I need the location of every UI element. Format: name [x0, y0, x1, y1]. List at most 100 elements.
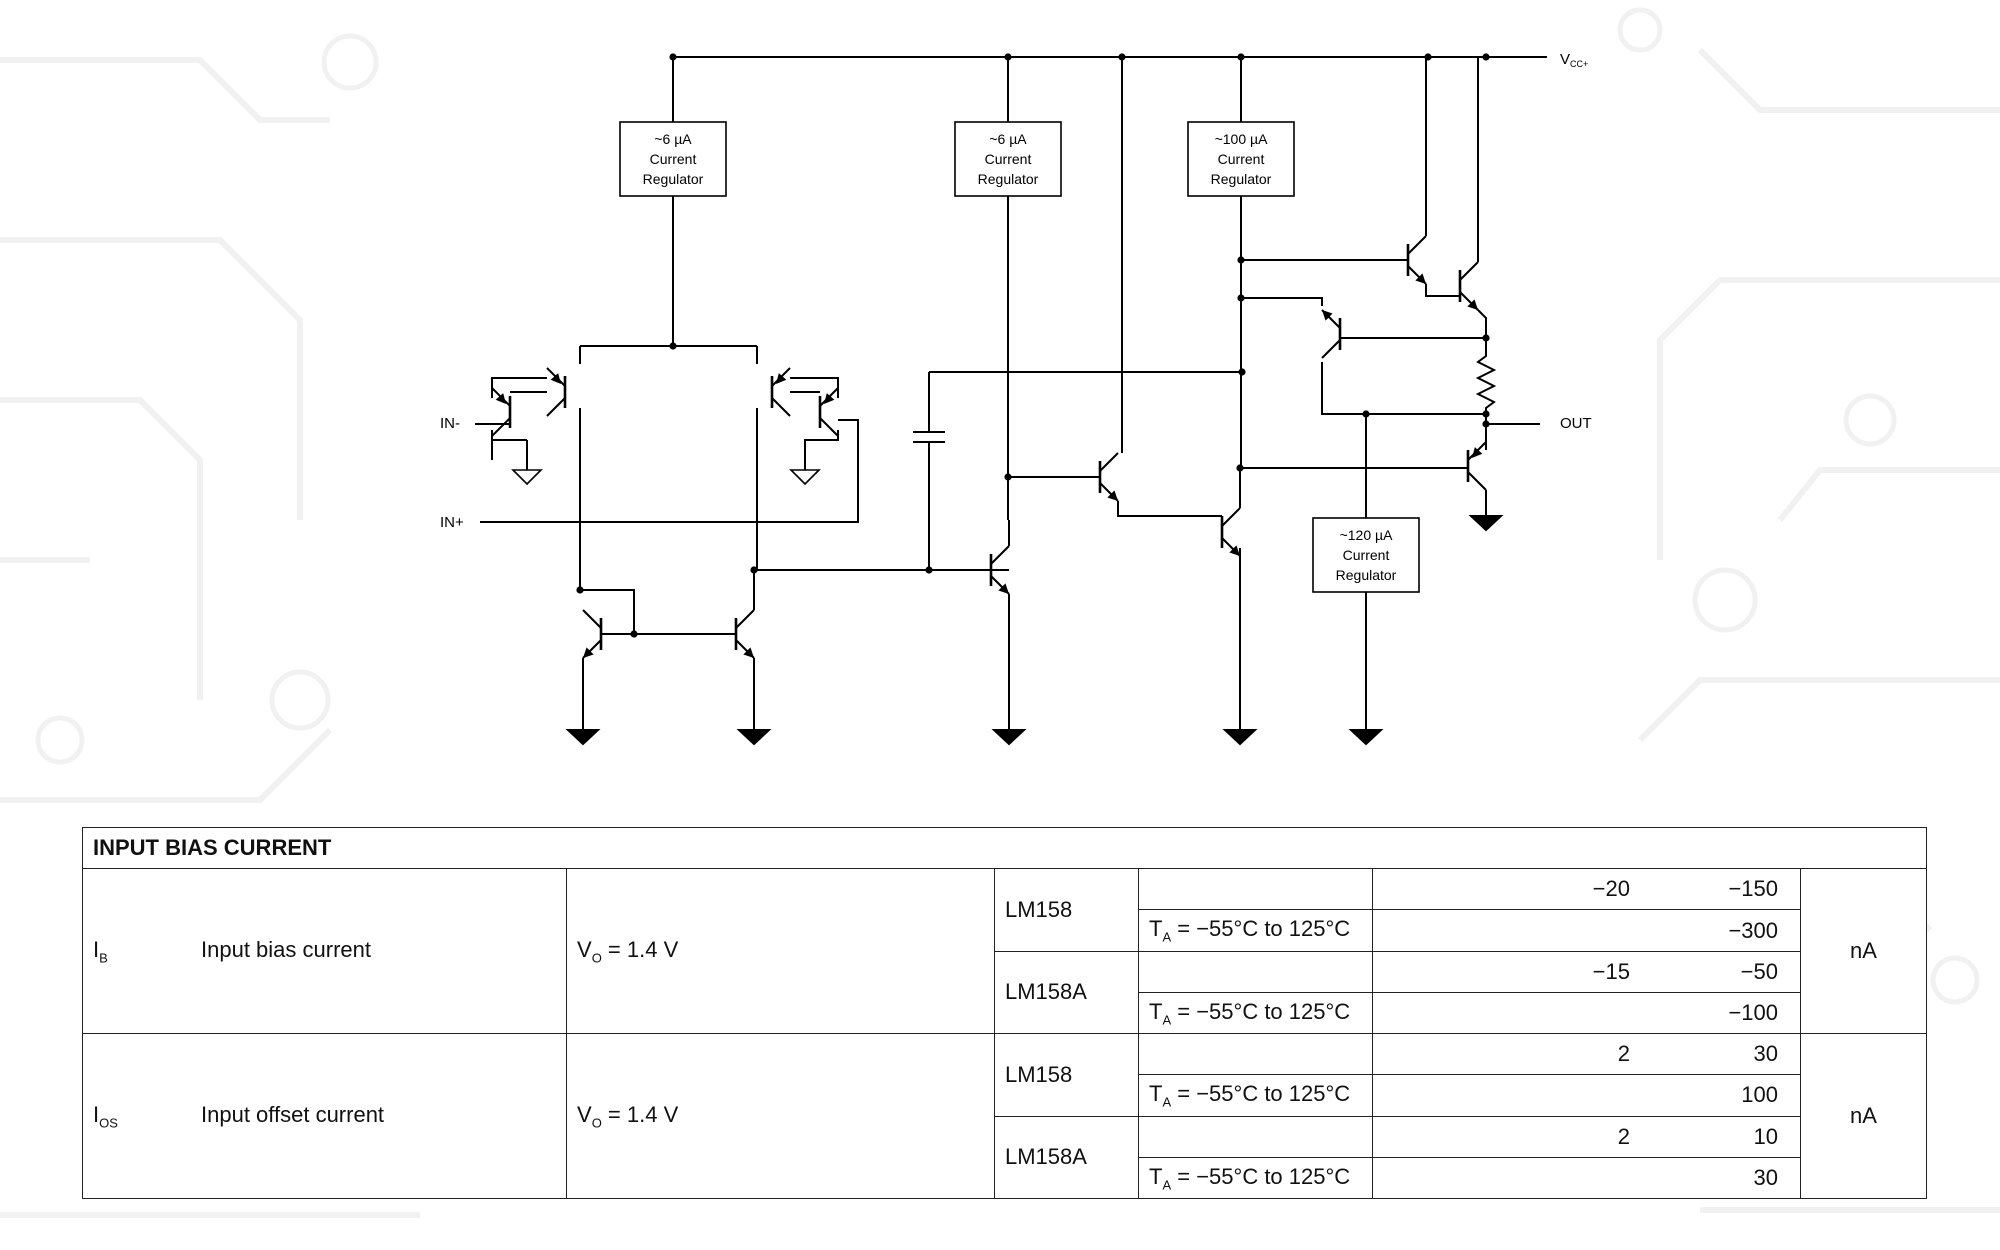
junction-dot: [1482, 410, 1490, 418]
svg-text:~6 µA: ~6 µA: [654, 131, 692, 147]
junction-dot: [1482, 53, 1490, 61]
schematic-junctions: [576, 53, 1490, 638]
junction-dot: [1118, 53, 1126, 61]
svg-text:~120 µA: ~120 µA: [1340, 527, 1393, 543]
schematic-wires: [475, 56, 1547, 730]
junction-dot: [576, 586, 584, 594]
junction-dot: [1237, 256, 1245, 264]
svg-text:Regulator: Regulator: [1336, 567, 1397, 583]
svg-text:Regulator: Regulator: [1211, 171, 1272, 187]
value-cell: −100: [1372, 991, 1801, 1035]
temp-condition: TA = −55°C to 125°C: [1138, 991, 1373, 1035]
max-value: 100: [1741, 1082, 1778, 1108]
junction-dot: [1237, 294, 1245, 302]
temp-condition: [1138, 868, 1373, 911]
in-minus-label: IN-: [440, 415, 460, 432]
resistor: [1475, 338, 1497, 414]
device-name: LM158: [994, 868, 1139, 952]
param-cell: IOS Input offset current: [82, 1033, 567, 1199]
emitter-arrow: [550, 373, 561, 384]
emitter-arrow: [495, 393, 506, 404]
wire: [491, 377, 547, 398]
junction-dot: [1424, 53, 1432, 61]
current-regulator-4: ~120 µA Current Regulator: [1312, 517, 1420, 593]
max-value: −50: [1740, 958, 1778, 984]
svg-text:Current: Current: [1343, 547, 1390, 563]
max-value: −100: [1728, 999, 1778, 1025]
param-symbol: IB: [93, 936, 108, 966]
junction-dot: [1236, 464, 1244, 472]
current-regulator-2: ~6 µA Current Regulator: [954, 121, 1062, 197]
in-plus-label: IN+: [440, 514, 464, 531]
transistor-collector: [546, 397, 566, 417]
current-regulator-3: ~100 µA Current Regulator: [1187, 121, 1295, 197]
param-name: Input bias current: [201, 936, 371, 962]
svg-text:Current: Current: [985, 151, 1032, 167]
table-row: TA = −55°C to 125°C 100: [83, 1074, 1927, 1117]
section-title: INPUT BIAS CURRENT: [81, 826, 1928, 870]
table-row: TA = −55°C to 125°C −300: [83, 909, 1927, 952]
ground-symbol: [789, 469, 821, 486]
typ-value: −15: [1592, 958, 1630, 984]
ground-symbol: [1348, 729, 1384, 746]
transistor-collector: [819, 417, 839, 437]
table-row: LM158A −15 −50: [83, 950, 1927, 1035]
value-cell: −20 −150: [1372, 868, 1801, 911]
table-row: TA = −55°C to 125°C 30: [83, 1156, 1927, 1200]
emitter-arrow: [743, 647, 754, 658]
current-regulator-1: ~6 µA Current Regulator: [619, 121, 727, 197]
transistor-collector: [1321, 339, 1341, 359]
emitter-arrow: [1229, 545, 1240, 556]
transistor-collector: [1467, 471, 1487, 491]
junction-dot: [1237, 53, 1245, 61]
device-name: LM158: [994, 1033, 1139, 1117]
out-label: OUT: [1560, 415, 1592, 432]
unit-cell: nA: [1799, 868, 1928, 1035]
input-bias-current-table: INPUT BIAS CURRENT IB Input bias current…: [81, 826, 1928, 1200]
wire: [1477, 309, 1487, 338]
wire: [1321, 362, 1486, 415]
junction-dot: [750, 566, 758, 574]
junction-dot: [669, 53, 677, 61]
max-value: 10: [1753, 1123, 1778, 1149]
emitter-arrow: [1472, 447, 1483, 458]
schematic-devices: [491, 235, 1504, 746]
device-name: LM158A: [994, 950, 1139, 1035]
vcc-label: VCC+: [1560, 51, 1588, 69]
value-cell: −300: [1372, 909, 1801, 952]
max-value: −300: [1728, 917, 1778, 943]
emitter-arrow: [1467, 299, 1478, 310]
wire: [1485, 414, 1540, 425]
transistor-collector: [1407, 235, 1427, 255]
svg-text:Regulator: Regulator: [978, 171, 1039, 187]
typ-value: 2: [1617, 1041, 1630, 1067]
emitter-arrow: [1415, 273, 1426, 284]
table-row: LM158A 2 10: [83, 1115, 1927, 1200]
ground-symbol: [565, 729, 601, 746]
transistor-collector: [491, 417, 511, 437]
ground-symbol: [991, 729, 1027, 746]
junction-dot: [1482, 420, 1490, 428]
transistor-collector: [582, 609, 602, 629]
temp-condition: TA = −55°C to 125°C: [1138, 1074, 1373, 1117]
emitter-arrow: [824, 393, 835, 404]
emitter-arrow: [583, 647, 594, 658]
wire: [790, 377, 839, 398]
value-cell: 30: [1372, 1156, 1801, 1200]
max-value: −150: [1728, 876, 1778, 902]
svg-text:Regulator: Regulator: [643, 171, 704, 187]
junction-dot: [1238, 368, 1246, 376]
svg-text:Current: Current: [1218, 151, 1265, 167]
wire: [480, 419, 859, 523]
ground-symbol: [511, 469, 543, 486]
typ-value: −20: [1592, 876, 1630, 902]
junction-dot: [1482, 334, 1490, 342]
device-name: LM158A: [994, 1115, 1139, 1200]
svg-text:~100 µA: ~100 µA: [1215, 131, 1268, 147]
test-condition: VO = 1.4 V: [566, 1033, 995, 1199]
param-cell: IB Input bias current: [82, 868, 567, 1035]
temp-condition: [1138, 950, 1373, 993]
max-value: 30: [1753, 1041, 1778, 1067]
